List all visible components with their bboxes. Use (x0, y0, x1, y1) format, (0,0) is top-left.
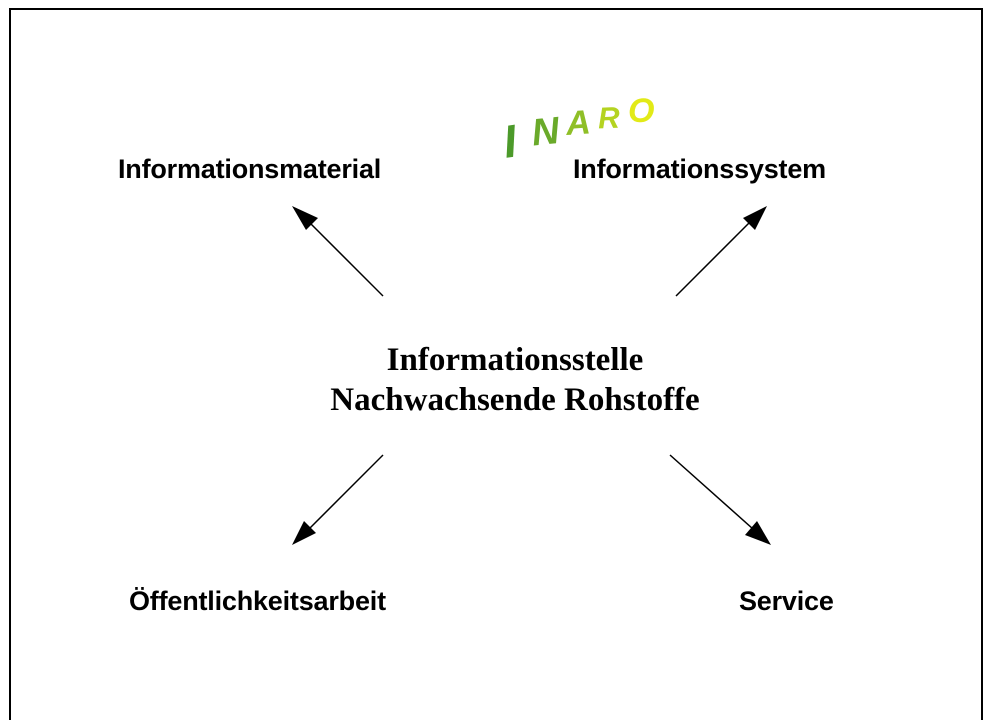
node-service: Service (739, 586, 834, 616)
node-oeffentlichkeitsarbeit: Öffentlichkeitsarbeit (129, 586, 386, 616)
center-node-line1: Informationsstelle (386, 342, 644, 378)
center-node: Informationsstelle Nachwachsende Rohstof… (270, 340, 760, 420)
logo-letter-i: I (500, 114, 521, 164)
center-node-line2: Nachwachsende Rohstoffe (330, 382, 700, 418)
node-informationssystem: Informationssystem (573, 154, 826, 184)
node-informationsmaterial: Informationsmaterial (118, 154, 382, 184)
diagram-frame (9, 8, 983, 720)
logo-letter-o: O (628, 92, 654, 130)
logo-letter-a: A (564, 103, 592, 143)
logo-letter-n: N (530, 110, 563, 155)
logo-letter-r: R (597, 102, 620, 136)
inaro-logo: I N A R O (500, 92, 654, 164)
